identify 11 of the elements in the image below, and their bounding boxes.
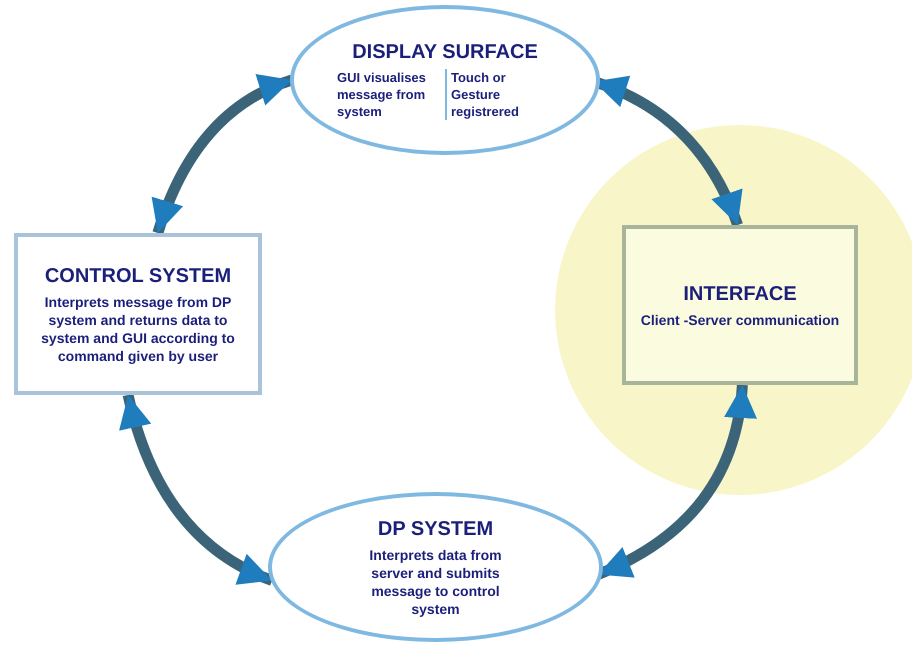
description-text: Interprets message from DP system and returns data to system and GUI according to command given by user [40,292,236,364]
description-text: Touch or Gesture registrered [451,69,520,120]
description-text: Interprets data from server and submits message to control system [368,546,503,618]
node-title: INTERFACE [683,282,797,306]
node-title: DP SYSTEM [378,516,494,542]
description-text: GUI visualises message from system [337,69,427,120]
description-text: Client -Server communication [640,310,840,328]
node-title: CONTROL SYSTEM [44,264,232,288]
node-title: DISPLAY SURFACE [352,40,538,65]
process-box [14,233,262,395]
process-box [622,225,858,385]
